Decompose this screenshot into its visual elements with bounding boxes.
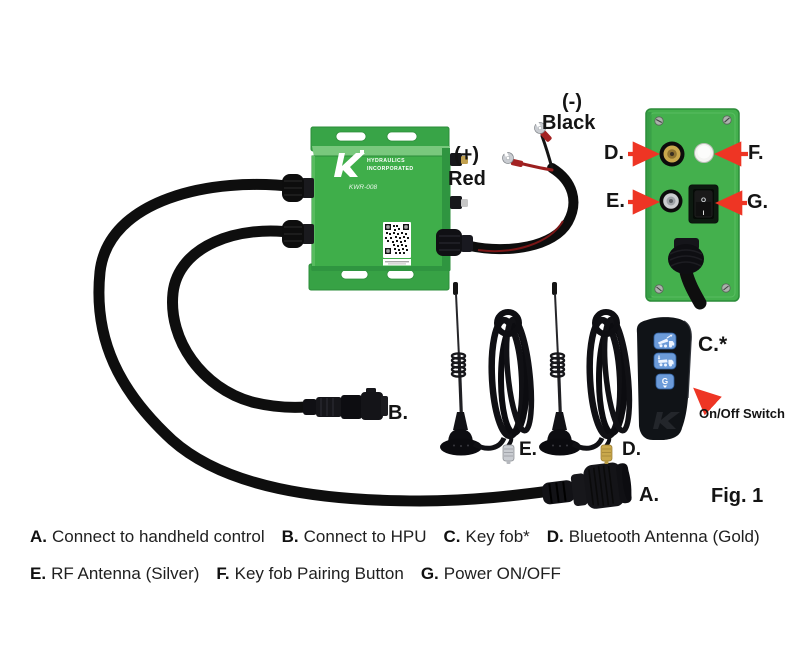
arrow-onoff	[693, 387, 722, 416]
negative-fork-terminal	[534, 120, 552, 142]
rf-antenna-connector-silver	[502, 444, 515, 464]
rf-antenna-port-silver	[659, 189, 683, 213]
rf-antenna-silver	[438, 280, 536, 464]
qr-code	[383, 222, 411, 266]
legend-key: F.	[216, 564, 230, 583]
cable-gland-right	[436, 229, 473, 256]
onoff-switch-note: On/Off Switch	[699, 406, 785, 421]
fob-g-button-label: G	[662, 377, 668, 386]
panel-cable-gland	[668, 238, 707, 310]
connector-b	[303, 388, 388, 420]
legend-key: A.	[30, 527, 47, 546]
dump-lower-icon	[657, 355, 674, 367]
connector-a	[542, 462, 632, 509]
panel-screws	[654, 115, 732, 294]
bluetooth-antenna-gold	[537, 280, 634, 464]
legend-text: Bluetooth Antenna (Gold)	[568, 527, 760, 546]
legend-item-g: G.Power ON/OFF	[421, 563, 561, 585]
callout-g-panel: G.	[747, 191, 769, 213]
dump-raise-icon	[658, 334, 675, 348]
legend-row-1: A. Connect to handheld control B.Connect …	[30, 526, 760, 548]
callout-b: B.	[388, 402, 408, 424]
legend-key: B.	[281, 527, 299, 546]
callout-d-panel: D.	[604, 142, 624, 164]
positive-symbol-label: (+)	[454, 144, 479, 166]
legend-item-e: E.RF Antenna (Silver)	[30, 563, 199, 585]
power-cable	[465, 134, 579, 255]
antenna-jack-bottom	[450, 196, 468, 209]
cable-to-handheld-control	[93, 179, 556, 507]
callout-c-keyfob: C.*	[698, 333, 728, 356]
switch-mark-i: I	[703, 210, 705, 217]
legend-key: G.	[420, 564, 439, 583]
cable-gland-left-top	[282, 174, 314, 202]
callout-a: A.	[639, 484, 659, 506]
legend-item-c: C.Key fob*	[444, 526, 530, 548]
legend-item-d: D.Bluetooth Antenna (Gold)	[547, 526, 760, 548]
legend-text: Key fob Pairing Button	[234, 564, 404, 583]
brand-logo-k	[334, 150, 365, 177]
callout-e-antenna: E.	[519, 439, 537, 460]
positive-color-label: Red	[448, 168, 486, 190]
legend-row-2: E.RF Antenna (Silver) F.Key fob Pairing …	[30, 563, 561, 585]
key-fob: G	[636, 317, 692, 440]
callout-f-panel: F.	[748, 142, 764, 164]
fob-emboss-logo	[653, 412, 680, 429]
callout-arrows	[628, 141, 748, 416]
bluetooth-antenna-port-gold	[659, 141, 685, 167]
callout-e-panel: E.	[606, 190, 625, 212]
legend-key: C.	[443, 527, 461, 546]
callout-d-antenna: D.	[622, 439, 641, 460]
negative-color-label: Black	[542, 112, 596, 134]
brand-line2: INCORPORATED	[367, 166, 414, 172]
cable-to-hpu	[167, 225, 312, 413]
legend-text: RF Antenna (Silver)	[51, 564, 200, 583]
back-panel: O I	[645, 108, 740, 310]
legend-item-b: B.Connect to HPU	[282, 526, 427, 548]
legend-item-f: F.Key fob Pairing Button	[216, 563, 403, 585]
positive-fork-terminal	[502, 150, 524, 168]
model-number: KWR-008	[349, 184, 378, 191]
pairing-button	[694, 143, 714, 163]
fob-g-arrow-icon	[662, 385, 668, 388]
negative-symbol-label: (-)	[562, 91, 582, 113]
legend-text: Power ON/OFF	[443, 564, 561, 583]
cable-gland-left-bottom	[282, 220, 314, 248]
brand-line1: HYDRAULICS	[367, 158, 405, 164]
legend-text: Key fob*	[465, 527, 530, 546]
legend-key: E.	[30, 564, 47, 583]
legend-text: Connect to HPU	[303, 527, 427, 546]
legend-text: Connect to handheld control	[52, 527, 265, 546]
control-box: HYDRAULICS INCORPORATED KWR-008	[282, 126, 473, 291]
legend-key: D.	[546, 527, 564, 546]
bluetooth-antenna-connector-gold	[600, 444, 613, 464]
power-rocker-switch: O I	[688, 184, 719, 224]
figure-caption: Fig. 1	[711, 485, 764, 507]
switch-mark-o: O	[701, 197, 706, 204]
legend-item-a: A. Connect to handheld control	[30, 526, 265, 548]
fob-g-button	[655, 373, 675, 390]
antenna-jack-top	[450, 153, 468, 166]
